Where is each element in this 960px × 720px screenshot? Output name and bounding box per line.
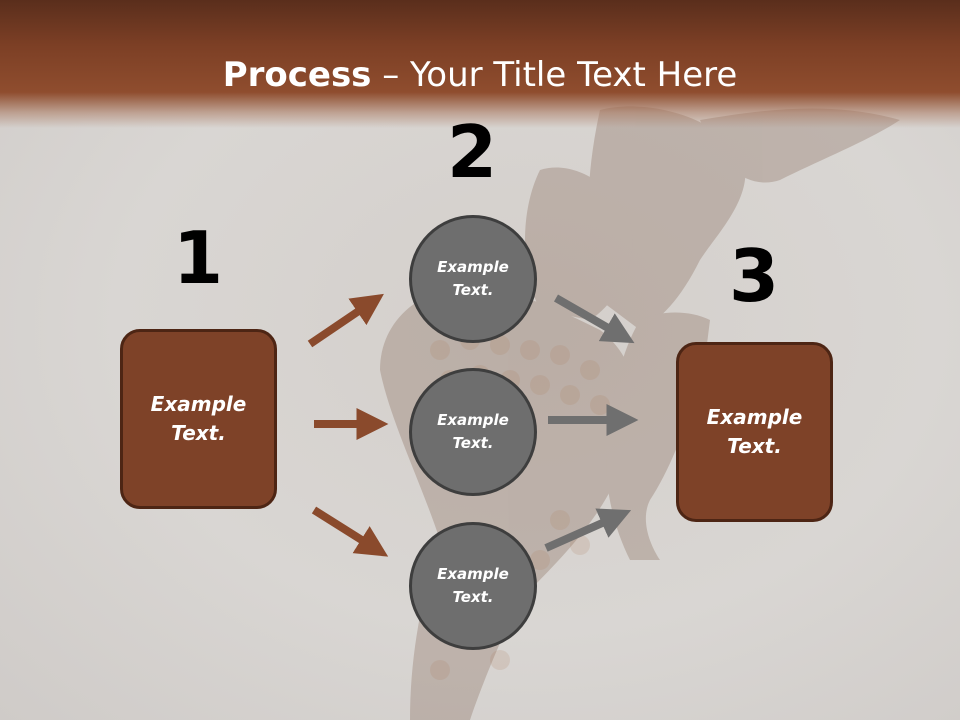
arrow-1-to-2c — [311, 506, 389, 557]
step-3-box: Example Text. — [676, 342, 833, 522]
step-2-circle-middle: Example Text. — [409, 368, 537, 496]
step-1-box: Example Text. — [120, 329, 277, 509]
arrow-1-to-2a — [307, 293, 384, 348]
slide-title: Process – Your Title Text Here — [0, 54, 960, 96]
circle-top-label: Example Text. — [437, 258, 509, 299]
step-2-circle-bottom: Example Text. — [409, 522, 537, 650]
step-number-3: 3 — [728, 234, 780, 318]
arrow-2c-to-3 — [544, 508, 632, 552]
title-rest-text: – Your Title Text Here — [371, 55, 738, 95]
arrow-2a-to-3 — [554, 294, 635, 344]
step-number-1: 1 — [172, 216, 224, 300]
step-1-label: Example Text. — [150, 392, 247, 445]
title-bar — [0, 0, 960, 128]
step-2-circle-top: Example Text. — [409, 215, 537, 343]
step-number-2: 2 — [446, 110, 498, 194]
title-bold-text: Process — [222, 55, 372, 95]
circle-middle-label: Example Text. — [437, 411, 509, 452]
step-3-label: Example Text. — [706, 405, 803, 458]
circle-bottom-label: Example Text. — [437, 565, 509, 606]
